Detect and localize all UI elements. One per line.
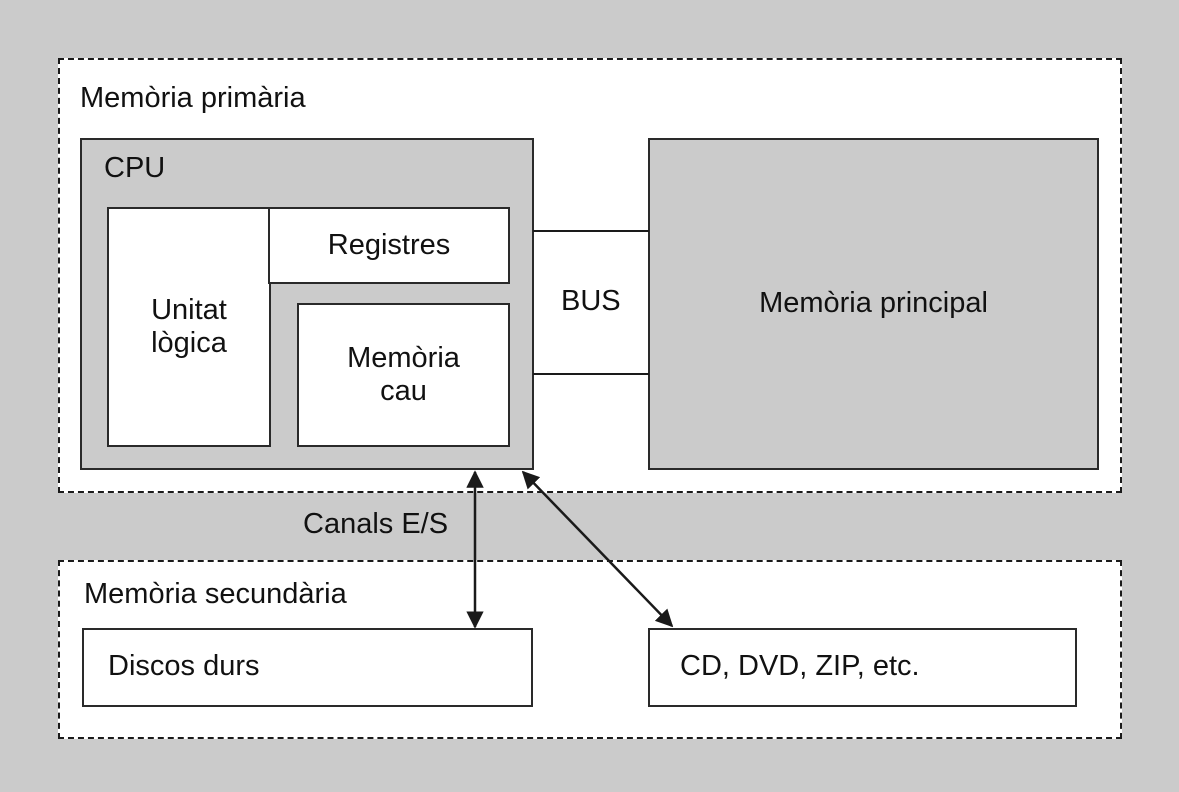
logic-unit-label-line2: lògica xyxy=(151,327,227,359)
cache-label-line2: cau xyxy=(380,375,427,407)
cache-box: Memòria cau xyxy=(297,303,510,447)
io-arrow-removable xyxy=(521,470,674,628)
io-channels-label: Canals E/S xyxy=(303,508,449,540)
registers-box: Registres xyxy=(268,207,510,284)
removable-media-box: CD, DVD, ZIP, etc. xyxy=(648,628,1077,707)
bus-label: BUS xyxy=(561,285,621,317)
cpu-title: CPU xyxy=(104,152,166,184)
primary-memory-title: Memòria primària xyxy=(80,82,306,114)
hard-disks-box: Discos durs xyxy=(82,628,533,707)
main-memory-label: Memòria principal xyxy=(759,287,988,320)
main-memory-box: Memòria principal xyxy=(648,138,1099,470)
removable-media-label: CD, DVD, ZIP, etc. xyxy=(680,650,920,682)
registers-label: Registres xyxy=(327,228,451,261)
logic-unit-box: Unitat lògica xyxy=(107,207,271,447)
hard-disks-label: Discos durs xyxy=(108,650,260,682)
secondary-memory-title: Memòria secundària xyxy=(84,578,347,610)
cache-label-line1: Memòria xyxy=(347,341,460,374)
logic-unit-label-line1: Unitat xyxy=(151,293,227,326)
